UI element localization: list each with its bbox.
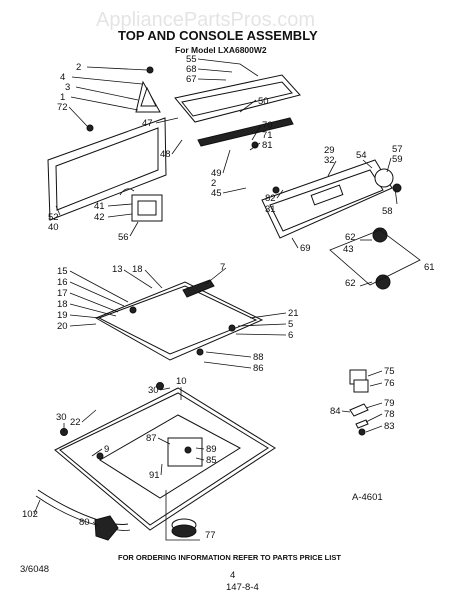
- back-panel: [47, 117, 167, 221]
- callout-label: 69: [300, 243, 311, 254]
- callout-label: 71: [262, 130, 273, 141]
- callout-label: 30: [56, 412, 67, 423]
- leader-lines: [33, 58, 398, 541]
- callout-label: 77: [205, 530, 216, 541]
- callout-label: 1: [60, 92, 65, 103]
- callout-label: 88: [253, 352, 264, 363]
- page-number: 4: [230, 570, 235, 581]
- model-line: For Model LXA6800W2: [175, 45, 267, 55]
- callout-label: 48: [160, 149, 171, 160]
- filter-ring: [171, 518, 197, 538]
- callout-label: 42: [94, 212, 105, 223]
- callout-label: 20: [57, 321, 68, 332]
- callout-label: 61: [424, 262, 435, 273]
- page-left-code: 3/6048: [20, 564, 49, 575]
- callout-label: 59: [392, 154, 403, 165]
- callout-label: 17: [57, 288, 68, 299]
- callout-label: 67: [186, 74, 197, 85]
- callout-label: 91: [149, 470, 160, 481]
- callout-label: 50: [258, 96, 269, 107]
- callout-label: 102: [22, 509, 38, 520]
- callout-label: 19: [57, 310, 68, 321]
- callout-label: 6: [288, 330, 293, 341]
- screws: [60, 66, 280, 460]
- callout-label: 83: [384, 421, 395, 432]
- callout-label: 9: [104, 444, 109, 455]
- callout-label: 30: [148, 385, 159, 396]
- callout-label: 52: [48, 212, 59, 223]
- agitator-cap: [94, 515, 119, 541]
- callout-label: 75: [384, 366, 395, 377]
- lid: [94, 281, 264, 361]
- callout-label: 62: [345, 232, 356, 243]
- callout-labels: 2 4 3 1 72 55 68 67 50 47 48 70 71 81 49…: [22, 54, 435, 541]
- callout-label: 32: [324, 155, 335, 166]
- callout-label: 85: [206, 455, 217, 466]
- control-panel-strip: [197, 117, 294, 147]
- callout-label: 49: [211, 168, 222, 179]
- callout-label: 76: [384, 378, 395, 389]
- callout-label: 56: [118, 232, 129, 243]
- callout-label: 22: [70, 417, 81, 428]
- callout-label: 18: [57, 299, 68, 310]
- callout-label: 80: [79, 517, 90, 528]
- callout-label: 10: [176, 376, 187, 387]
- callout-label: 70: [262, 120, 273, 131]
- callout-label: 55: [186, 54, 197, 65]
- callout-label: 84: [330, 406, 341, 417]
- callout-label: 87: [146, 433, 157, 444]
- callout-label: 2: [211, 178, 216, 189]
- callout-label: 4: [60, 72, 65, 83]
- callout-label: 2: [76, 62, 81, 73]
- washer-top: [54, 387, 276, 531]
- callout-label: 72: [57, 102, 68, 113]
- callout-label: 40: [48, 222, 59, 233]
- callout-label: 21: [288, 308, 299, 319]
- callout-label: 31: [265, 204, 276, 215]
- callout-label: 57: [392, 144, 403, 155]
- callout-label: 13: [112, 264, 123, 275]
- latch-parts: [349, 403, 369, 436]
- callout-label: 62: [345, 278, 356, 289]
- callout-label: 47: [142, 118, 153, 129]
- watermark-text: AppliancePartsPros.com: [96, 9, 315, 31]
- callout-label: 41: [94, 201, 105, 212]
- callout-label: 7: [220, 262, 225, 273]
- knob-group-outline: [329, 229, 421, 286]
- callout-label: 54: [356, 150, 367, 161]
- callout-label: 15: [57, 266, 68, 277]
- callout-label: 78: [384, 409, 395, 420]
- callout-label: 79: [384, 398, 395, 409]
- callout-label: 58: [382, 206, 393, 217]
- page-date: 147-8-4: [226, 582, 259, 593]
- callout-label: 18: [132, 264, 143, 275]
- callout-label: 43: [343, 244, 354, 255]
- motor-switch-assembly: [119, 188, 163, 222]
- callout-label: 81: [262, 140, 273, 151]
- console-bracket-left: [135, 80, 161, 113]
- footer-ordering-note: FOR ORDERING INFORMATION REFER TO PARTS …: [118, 553, 341, 562]
- diagram-title: TOP AND CONSOLE ASSEMBLY: [118, 28, 318, 43]
- callout-label: 89: [206, 444, 217, 455]
- callout-label: 82: [265, 193, 276, 204]
- door-hinge-parts: [167, 437, 203, 467]
- callout-label: 45: [211, 188, 222, 199]
- callout-label: 68: [186, 64, 197, 75]
- callout-label: 5: [288, 319, 293, 330]
- console-panel: [261, 159, 393, 239]
- switch-block: [349, 369, 369, 393]
- callout-label: 86: [253, 363, 264, 374]
- console-top-cover: [174, 74, 301, 123]
- callout-label: 29: [324, 145, 335, 156]
- callout-label: 3: [65, 82, 70, 93]
- callout-label: 16: [57, 277, 68, 288]
- control-knobs: [372, 227, 391, 290]
- diagram-code: A-4601: [352, 492, 383, 503]
